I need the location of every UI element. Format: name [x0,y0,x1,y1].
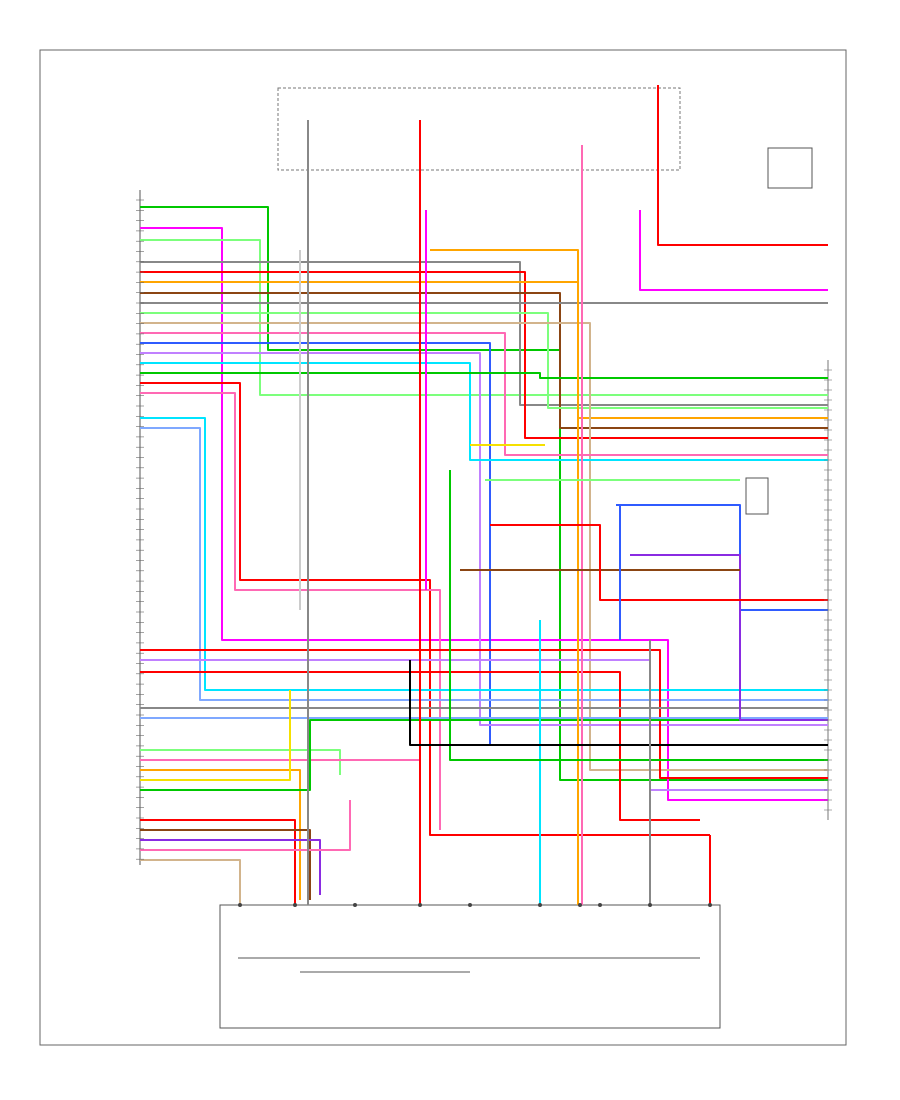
module-terminal [238,903,242,907]
wire-magenta-39 [639,210,828,291]
module-terminal [293,903,297,907]
wire-green-0 [140,206,828,781]
wire-purple-41 [630,554,828,721]
wire-blue-11 [140,342,828,746]
wire-pink-10 [140,332,828,456]
wire-cyan-13 [140,362,828,461]
wire-red-15 [140,382,710,836]
module-terminal [708,903,712,907]
wire-magenta-1 [140,227,828,801]
wire-red-19 [140,649,828,779]
sensor-box-top-right [767,147,813,189]
wire-gray-3 [140,261,828,406]
wire-tan-9 [140,322,828,771]
wire-brown-30 [140,829,311,900]
module-terminal [418,903,422,907]
wire-purple-31 [140,839,321,895]
bottom-module [219,904,721,1029]
module-terminal [578,903,582,907]
wire-brown-6 [140,292,828,429]
wire-cyan-17 [140,417,828,691]
wire-red-43 [490,524,828,601]
wire-lt_green-24 [140,749,341,775]
wire-lt_green-8 [140,312,828,409]
wire-lt_blue-18 [140,427,828,701]
module-terminal [468,903,472,907]
wire-blue-40 [616,504,828,611]
wire-pink-16 [140,392,441,830]
wire-violet-12 [140,352,828,726]
wire-black-50 [409,660,828,746]
wire-green-14 [140,372,828,379]
module-terminal [353,903,357,907]
wire-pink-33 [140,800,351,851]
module-terminal [648,903,652,907]
wire-red-38 [657,85,828,246]
wire-orange-26 [140,769,301,900]
sensor-box-mid-right [745,477,769,515]
wire-lt_green-2 [140,239,828,396]
top-dashed-module [277,87,681,171]
wire-green-28 [140,719,828,791]
wire-red-4 [140,271,828,439]
wire-orange-36 [430,249,579,905]
wire-red-29 [140,819,296,905]
wire-tan-32 [140,859,241,905]
module-terminal [538,903,542,907]
module-terminal [598,903,602,907]
wire-yellow-27 [140,690,291,781]
outer-frame [39,49,847,1046]
wire-green-45 [449,470,828,761]
